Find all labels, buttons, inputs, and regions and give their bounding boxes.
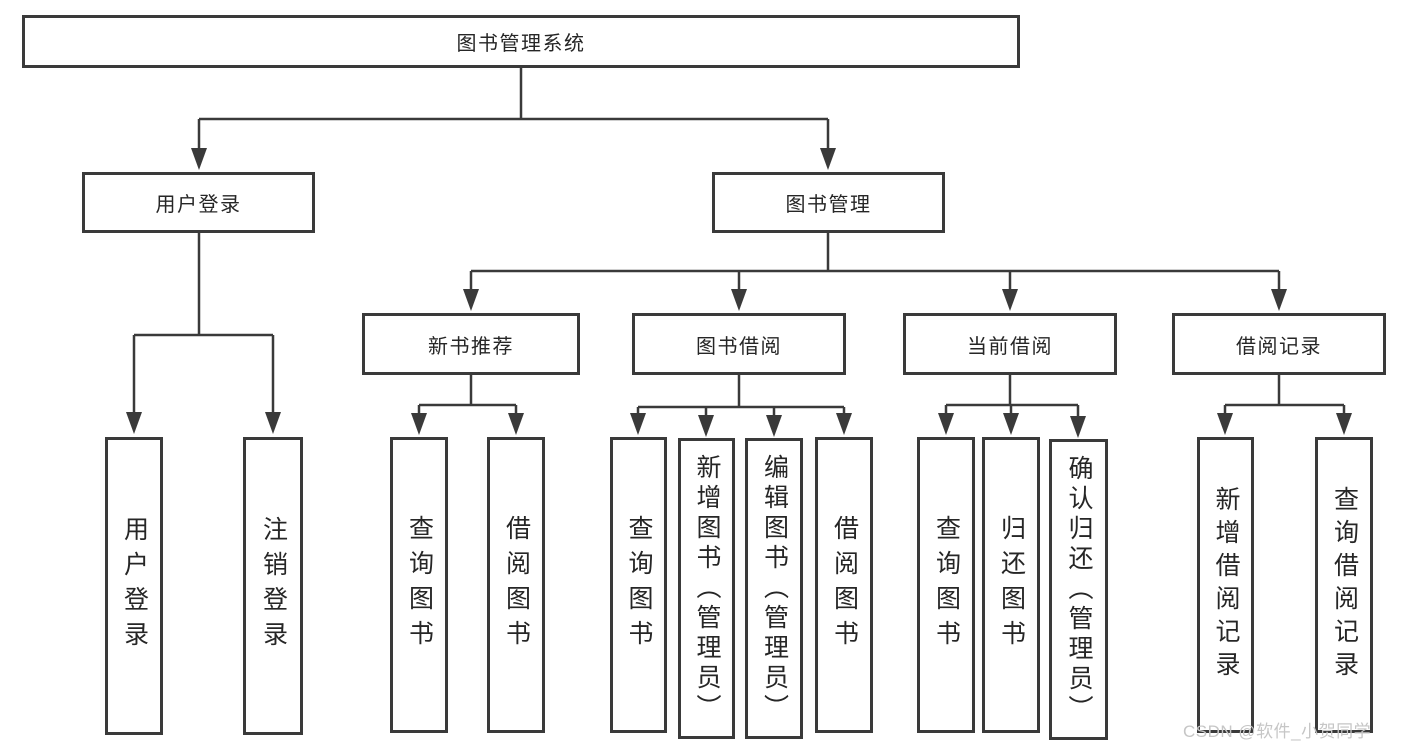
- leaf-query-books-current: 查询图书: [917, 437, 975, 733]
- leaf-borrow-books-recommend: 借阅图书: [487, 437, 545, 733]
- node-new-book-recommend-label: 新书推荐: [428, 335, 514, 358]
- node-book-borrow-label: 图书借阅: [696, 335, 782, 358]
- leaf-query-books-current-label: 查询图书: [932, 515, 961, 655]
- leaf-edit-books-admin-label: 编辑图书（管理员）: [760, 453, 789, 724]
- leaf-borrow-books: 借阅图书: [815, 437, 873, 733]
- node-borrow-record: 借阅记录: [1172, 313, 1386, 375]
- leaf-return-books-label: 归还图书: [997, 515, 1026, 655]
- node-book-management-label: 图书管理: [785, 194, 872, 216]
- node-user-login-branch-label: 用户登录: [155, 194, 242, 216]
- leaf-logout-label: 注销登录: [259, 516, 288, 656]
- node-root: 图书管理系统: [22, 15, 1020, 68]
- node-new-book-recommend: 新书推荐: [362, 313, 580, 375]
- node-book-borrow: 图书借阅: [632, 313, 846, 375]
- watermark: CSDN @软件_小贺同学: [1183, 722, 1372, 741]
- leaf-query-books-recommend: 查询图书: [390, 437, 448, 733]
- leaf-confirm-return-admin-label: 确认归还（管理员）: [1065, 454, 1093, 725]
- leaf-query-books-borrow-label: 查询图书: [625, 515, 653, 655]
- node-book-management: 图书管理: [712, 172, 945, 233]
- leaf-borrow-books-recommend-label: 借阅图书: [502, 515, 531, 655]
- node-borrow-record-label: 借阅记录: [1236, 335, 1322, 358]
- node-current-borrow-label: 当前借阅: [967, 335, 1053, 358]
- leaf-logout: 注销登录: [243, 437, 303, 735]
- leaf-user-login: 用户登录: [105, 437, 163, 735]
- node-root-label: 图书管理系统: [456, 33, 586, 55]
- leaf-edit-books-admin: 编辑图书（管理员）: [745, 438, 803, 739]
- leaf-add-borrow-record-label: 新增借阅记录: [1212, 486, 1240, 684]
- leaf-borrow-books-label: 借阅图书: [830, 515, 859, 655]
- leaf-query-borrow-record-label: 查询借阅记录: [1330, 486, 1359, 684]
- leaf-add-books-admin-label: 新增图书（管理员）: [693, 453, 721, 724]
- leaf-return-books: 归还图书: [982, 437, 1040, 733]
- leaf-user-login-label: 用户登录: [120, 516, 149, 656]
- node-user-login-branch: 用户登录: [82, 172, 315, 233]
- leaf-query-borrow-record: 查询借阅记录: [1315, 437, 1373, 733]
- leaf-confirm-return-admin: 确认归还（管理员）: [1049, 439, 1108, 740]
- leaf-add-books-admin: 新增图书（管理员）: [678, 438, 735, 739]
- node-current-borrow: 当前借阅: [903, 313, 1117, 375]
- leaf-query-books-borrow: 查询图书: [610, 437, 667, 733]
- leaf-query-books-recommend-label: 查询图书: [405, 515, 434, 655]
- leaf-add-borrow-record: 新增借阅记录: [1197, 437, 1254, 733]
